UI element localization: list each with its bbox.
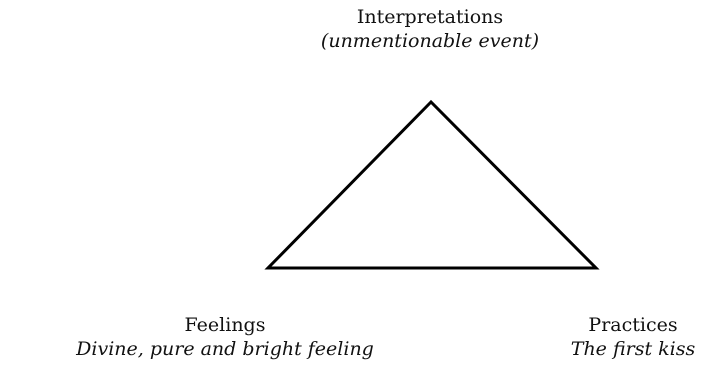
node-interpretations-title: Interpretations bbox=[356, 6, 504, 28]
node-practices-subtitle: The first kiss bbox=[570, 337, 696, 360]
node-practices: Practices The first kiss bbox=[548, 314, 718, 362]
triangle-shape bbox=[264, 99, 600, 270]
node-feelings: Feelings Divine, pure and bright feeling bbox=[0, 314, 450, 362]
node-feelings-subtitle: Divine, pure and bright feeling bbox=[76, 337, 374, 360]
node-feelings-title: Feelings bbox=[184, 314, 266, 336]
node-interpretations-subtitle: (unmentionable event) bbox=[320, 29, 540, 52]
node-interpretations: Interpretations (unmentionable event) bbox=[250, 6, 610, 54]
node-practices-title: Practices bbox=[588, 314, 678, 336]
